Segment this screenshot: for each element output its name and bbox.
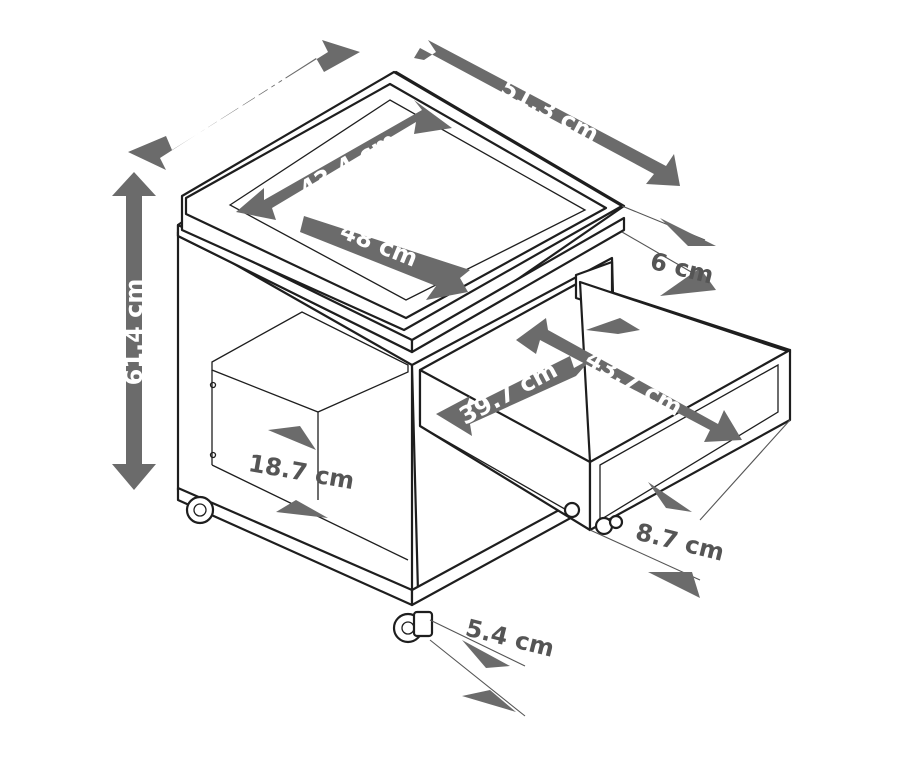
arrow-tray-rim-top [660,218,716,246]
arrow-drawer-height-bottom [648,572,700,598]
arrow-drawer-height-top [648,482,692,512]
shelf-pin-top [209,381,217,389]
arrow-wheel-bottom [462,690,516,712]
drawer-wheel-2 [608,514,624,530]
label-drawer-height: 8.7 cm [633,518,727,567]
label-height: 61.4 cm [120,279,148,386]
arrow-shelf-bottom [276,500,328,518]
caster-left [185,495,215,525]
arrow-wheel-top [462,640,510,668]
arrow-height [112,172,156,490]
arrow-outer-width [128,40,360,170]
label-outer-width: 47.2 cm [189,65,294,145]
casters [185,495,581,644]
tray-inner [184,82,608,320]
arrow-drawer-depth [516,318,742,442]
drawer-front-inner [599,363,779,522]
shelf-pin-bottom [209,451,217,459]
dimension-arrows [112,40,742,712]
extension-lines [429,205,791,717]
arrow-tray-rim-bottom [660,268,716,296]
caster-back-right [563,501,581,519]
arrow-drawer-depth-up [586,318,640,334]
label-outer-depth: 51.3 cm [496,74,603,149]
top-tray [176,70,626,354]
tray-inner-floor [228,99,587,301]
arrow-inner-depth [300,216,470,300]
caster-front [392,610,434,644]
top-board-side-edge [410,216,626,354]
arrow-outer-depth [414,40,680,186]
arrow-inner-width [236,100,452,220]
arrow-drawer-width [436,356,592,436]
arrow-shelf-top [268,426,316,450]
drawer-rail [419,425,571,513]
